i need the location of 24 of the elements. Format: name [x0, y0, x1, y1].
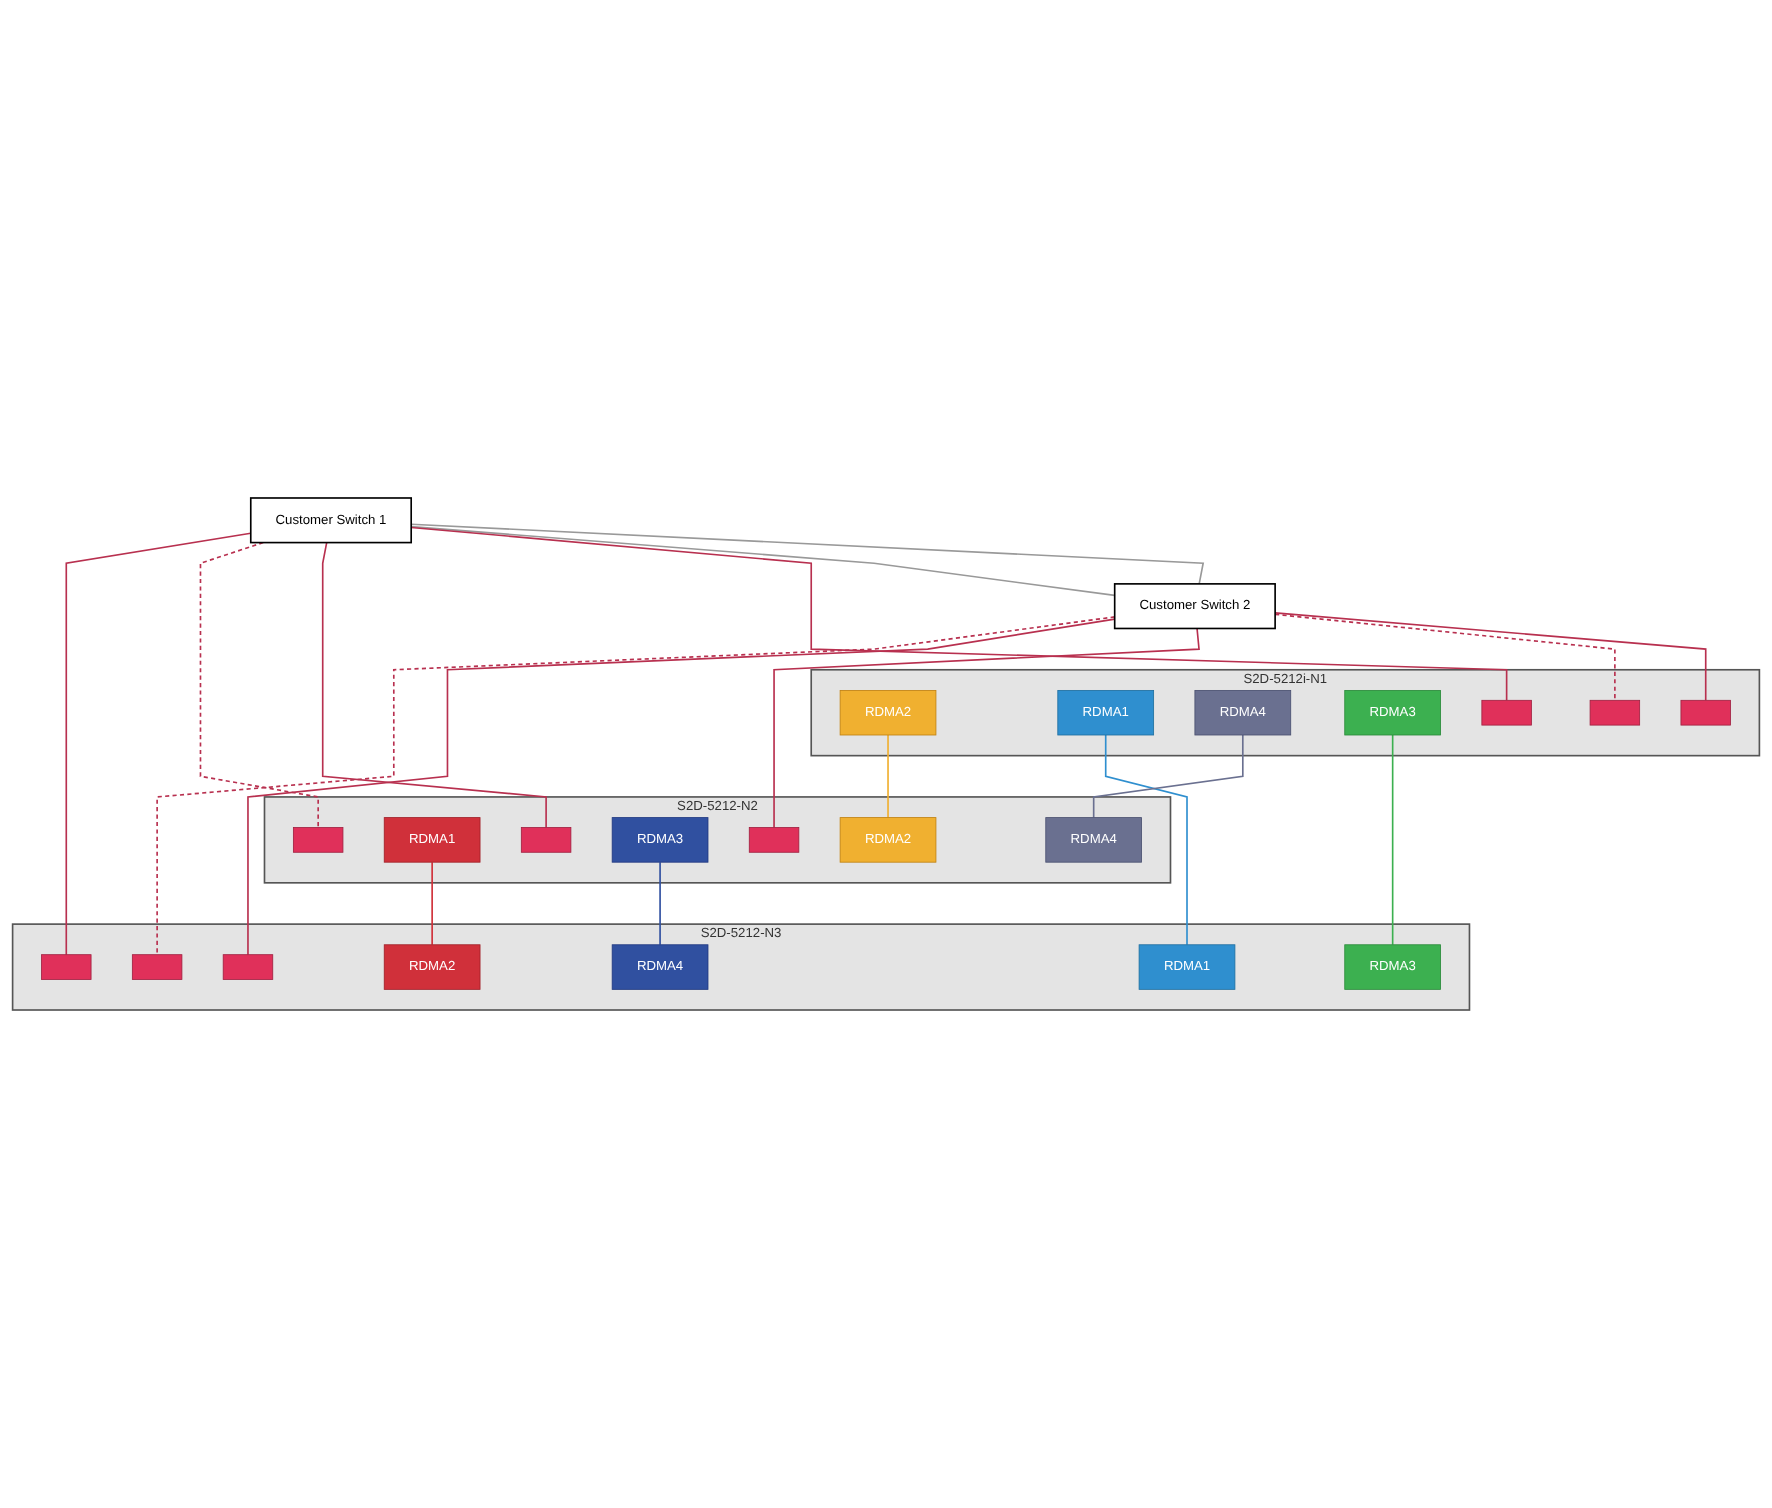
- node-box: [222, 954, 274, 980]
- connector: [1092, 734, 1244, 819]
- connector: [1274, 613, 1616, 702]
- connector: [410, 523, 1205, 585]
- connector: [321, 541, 547, 829]
- connector: [65, 532, 252, 956]
- connector: [1391, 734, 1394, 946]
- connector: [1104, 734, 1188, 946]
- node-box: [1481, 699, 1532, 726]
- node-box: [131, 954, 183, 980]
- node-box: [1680, 699, 1731, 726]
- connector: [431, 861, 433, 946]
- connector: [1274, 612, 1707, 702]
- connector: [887, 734, 889, 819]
- node-box: [292, 827, 344, 853]
- connector: [199, 541, 319, 829]
- node-box: [1589, 699, 1641, 726]
- connector: [410, 525, 1116, 597]
- node-box: [520, 827, 572, 853]
- connector: [410, 526, 1508, 702]
- connector: [773, 627, 1200, 829]
- node-box: [748, 827, 800, 853]
- node-box: [41, 954, 92, 980]
- connector: [659, 861, 661, 946]
